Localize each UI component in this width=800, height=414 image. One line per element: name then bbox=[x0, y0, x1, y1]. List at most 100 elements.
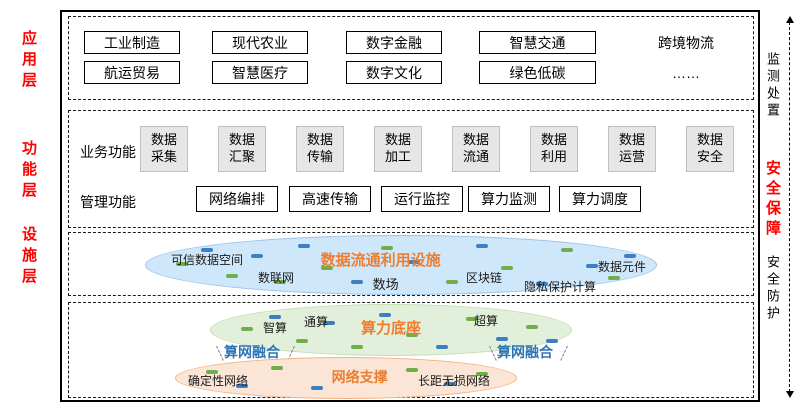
arrow-up-icon bbox=[786, 16, 794, 23]
intelligent-computing-label: 智算 bbox=[263, 321, 288, 335]
node-dash bbox=[236, 384, 248, 388]
layer-label-facility: 设施层 bbox=[20, 226, 37, 289]
data-component-label: 数据元件 bbox=[598, 260, 647, 274]
node-dash bbox=[624, 254, 636, 258]
node-dash bbox=[608, 276, 620, 280]
node-dash bbox=[323, 321, 335, 325]
node-dash bbox=[476, 244, 488, 248]
node-dash bbox=[241, 327, 253, 331]
facility-data-box bbox=[68, 232, 754, 296]
node-dash bbox=[321, 266, 333, 270]
node-dash bbox=[501, 266, 513, 270]
lossless-network-label: 长距无损网络 bbox=[418, 374, 491, 388]
layer-label-function: 功能层 bbox=[20, 140, 37, 203]
business-function-label: 业务功能 bbox=[80, 144, 136, 160]
diagram-outer-border bbox=[60, 10, 760, 402]
compute-network-fusion-right: 算网融合 bbox=[497, 344, 553, 360]
security-guarantee-label: 安全保障 bbox=[764, 160, 781, 240]
management-function-item: 算力监测 bbox=[468, 186, 550, 212]
business-function-item: 数据流通 bbox=[452, 126, 500, 172]
node-dash bbox=[351, 280, 363, 284]
network-support-ellipse: 确定性网络 网络支撑 长距无损网络 bbox=[175, 357, 517, 399]
node-dash bbox=[466, 317, 478, 321]
data-facility-title: 数据流通利用设施 bbox=[320, 252, 441, 269]
node-dash bbox=[379, 313, 391, 317]
node-dash bbox=[406, 368, 418, 372]
security-span-arrow bbox=[786, 16, 794, 398]
super-computing-label: 超算 bbox=[474, 314, 499, 328]
management-function-item: 算力调度 bbox=[559, 186, 641, 212]
compute-base-title: 算力底座 bbox=[360, 320, 422, 337]
node-dash bbox=[381, 246, 393, 250]
node-dash bbox=[561, 248, 573, 252]
security-protection-label: 安全防护 bbox=[765, 255, 780, 323]
node-dash bbox=[311, 386, 323, 390]
data-field-label: 数场 bbox=[372, 277, 399, 292]
function-layer-box bbox=[68, 110, 754, 228]
node-dash bbox=[206, 370, 218, 374]
application-item: 智慧交通 bbox=[479, 31, 596, 54]
node-dash bbox=[296, 339, 308, 343]
management-function-item: 运行监控 bbox=[381, 186, 463, 212]
node-dash bbox=[586, 264, 598, 268]
business-function-item: 数据汇聚 bbox=[218, 126, 266, 172]
layer-label-application: 应用层 bbox=[20, 30, 37, 93]
node-dash bbox=[436, 345, 448, 349]
general-computing-label: 通算 bbox=[304, 315, 329, 329]
node-dash bbox=[444, 382, 456, 386]
node-dash bbox=[201, 248, 213, 252]
node-dash bbox=[176, 262, 188, 266]
application-item: 智慧医疗 bbox=[212, 61, 308, 84]
arrow-down-icon bbox=[786, 391, 794, 398]
management-function-item: 高速传输 bbox=[289, 186, 371, 212]
dashed-arrow-line bbox=[789, 22, 790, 392]
node-dash bbox=[408, 260, 420, 264]
business-function-item: 数据加工 bbox=[374, 126, 422, 172]
compute-base-ellipse: 智算 通算 算力底座 超算 bbox=[210, 304, 572, 356]
business-function-item: 数据安全 bbox=[686, 126, 734, 172]
application-item: 数字金融 bbox=[346, 31, 442, 54]
business-function-item: 数据传输 bbox=[296, 126, 344, 172]
network-support-title: 网络支撑 bbox=[331, 369, 388, 385]
business-item-label: 数据加工 bbox=[385, 132, 412, 164]
trusted-data-space-label: 可信数据空间 bbox=[171, 253, 244, 267]
node-dash bbox=[351, 345, 363, 349]
node-dash bbox=[496, 337, 508, 341]
node-dash bbox=[526, 325, 538, 329]
application-item: 航运贸易 bbox=[84, 61, 180, 84]
business-item-label: 数据安全 bbox=[697, 132, 724, 164]
node-dash bbox=[226, 274, 238, 278]
management-function-label: 管理功能 bbox=[80, 194, 136, 210]
node-dash bbox=[271, 366, 283, 370]
business-item-label: 数据汇聚 bbox=[229, 132, 256, 164]
business-item-label: 数据流通 bbox=[463, 132, 490, 164]
application-layer-box bbox=[68, 16, 754, 100]
node-dash bbox=[269, 315, 281, 319]
business-item-label: 数据利用 bbox=[541, 132, 568, 164]
monitoring-disposal-label: 监测处置 bbox=[765, 52, 780, 120]
business-item-label: 数据传输 bbox=[307, 132, 334, 164]
application-item: 现代农业 bbox=[212, 31, 308, 54]
privacy-computing-label: 隐私保护计算 bbox=[524, 280, 597, 294]
data-facility-ellipse: 可信数据空间 数联网 数据流通利用设施 数场 区块链 隐私保护计算 数据元件 bbox=[145, 235, 657, 295]
deterministic-network-label: 确定性网络 bbox=[188, 374, 249, 388]
node-dash bbox=[546, 339, 558, 343]
node-dash bbox=[406, 333, 418, 337]
data-internet-label: 数联网 bbox=[258, 271, 295, 285]
application-item: 绿色低碳 bbox=[479, 61, 596, 84]
business-function-item: 数据运营 bbox=[608, 126, 656, 172]
blockchain-label: 区块链 bbox=[466, 271, 503, 285]
application-item: 工业制造 bbox=[84, 31, 180, 54]
application-item: 数字文化 bbox=[346, 61, 442, 84]
node-dash bbox=[446, 280, 458, 284]
compute-network-fusion-left: 算网融合 bbox=[224, 344, 280, 360]
node-dash bbox=[274, 280, 286, 284]
facility-compute-network-box bbox=[68, 302, 754, 398]
business-item-label: 数据采集 bbox=[151, 132, 178, 164]
node-dash bbox=[298, 244, 310, 248]
business-item-label: 数据运营 bbox=[619, 132, 646, 164]
application-item-ellipsis: …… bbox=[672, 64, 700, 81]
node-dash bbox=[476, 372, 488, 376]
node-dash bbox=[536, 282, 548, 286]
